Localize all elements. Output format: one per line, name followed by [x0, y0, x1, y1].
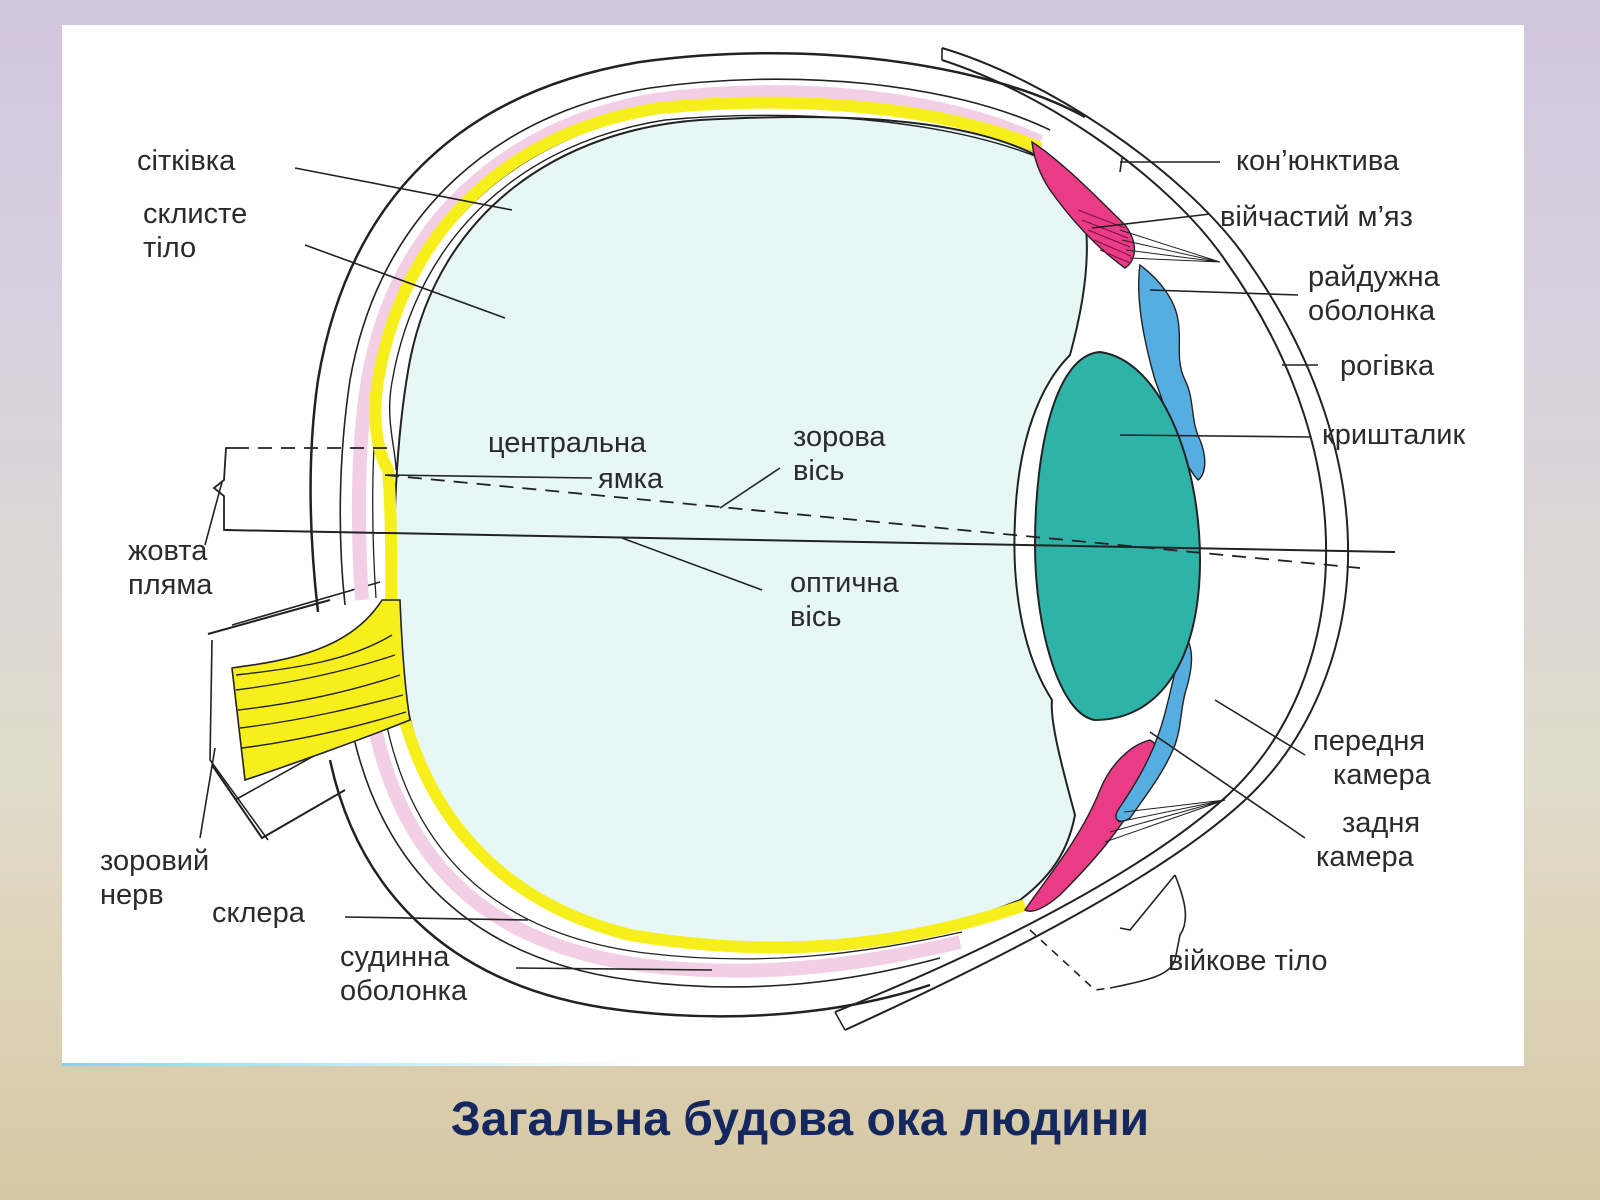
label-conjunctiva: кон’юнктива	[1236, 145, 1400, 177]
slide-title: Загальна будова ока людини	[450, 1093, 1150, 1146]
visual-axis	[384, 474, 1361, 569]
ciliary-muscle-hatching	[1077, 209, 1132, 264]
optic-nerve	[231, 599, 411, 782]
label-iris-1: райдужна	[1308, 261, 1441, 293]
iris-top	[1137, 263, 1206, 481]
lens	[1033, 350, 1202, 722]
ciliary-muscle-top	[1031, 140, 1136, 269]
label-lens: кришталик	[1322, 419, 1465, 451]
retina	[369, 96, 1043, 954]
vitreous-body	[393, 116, 1088, 946]
label-fovea-2: ямка	[598, 463, 664, 495]
label-visual-axis-2: вісь	[793, 455, 844, 487]
label-retina: сітківка	[137, 145, 236, 177]
zonule-fibers-top	[1119, 229, 1221, 263]
label-sclera: склера	[212, 897, 306, 929]
label-anterior-chamber-1: передня	[1313, 725, 1425, 757]
label-visual-axis-1: зорова	[793, 421, 886, 453]
macula-bracket	[212, 447, 236, 531]
label-vitreous-2: тіло	[143, 232, 196, 264]
label-optic-nerve-1: зоровий	[100, 845, 209, 877]
panel-bottom-edge	[62, 1063, 1524, 1066]
label-choroid-2: оболонка	[340, 975, 468, 1007]
label-optic-nerve-2: нерв	[100, 879, 164, 911]
label-iris-2: оболонка	[1308, 295, 1436, 327]
label-fovea-1: центральна	[488, 427, 647, 459]
label-macula-2: пляма	[128, 569, 213, 601]
optical-axis	[224, 529, 1396, 553]
label-macula-1: жовта	[128, 535, 208, 567]
cornea	[834, 59, 1328, 1013]
label-ciliary-body: війкове тіло	[1168, 945, 1328, 977]
label-posterior-chamber-1: задня	[1342, 807, 1420, 839]
conjunctiva	[844, 47, 1350, 1031]
label-optical-axis-1: оптична	[790, 567, 899, 599]
sclera-inner-line	[339, 78, 1051, 988]
label-vitreous-1: склисте	[143, 198, 247, 230]
ciliary-bracket	[1029, 929, 1111, 991]
label-anterior-chamber-2: камера	[1333, 759, 1432, 791]
zonule-fibers-bottom	[1104, 799, 1226, 843]
conjunctiva-fold	[834, 48, 943, 1031]
label-cornea: рогівка	[1340, 350, 1435, 382]
leader-lines	[199, 157, 1318, 971]
retina-inner-edge	[389, 114, 1046, 471]
choroid	[351, 85, 1043, 978]
optic-nerve-fibers	[235, 634, 407, 749]
label-posterior-chamber-2: камера	[1316, 841, 1415, 873]
label-optical-axis-2: вісь	[790, 601, 841, 633]
optic-nerve-sheath-outer	[207, 599, 346, 840]
sclera-outer	[309, 52, 1086, 1018]
label-ciliary-muscle: війчастий м’яз	[1220, 201, 1413, 233]
label-choroid-1: судинна	[340, 941, 450, 973]
ciliary-bracket-side	[1109, 874, 1187, 989]
